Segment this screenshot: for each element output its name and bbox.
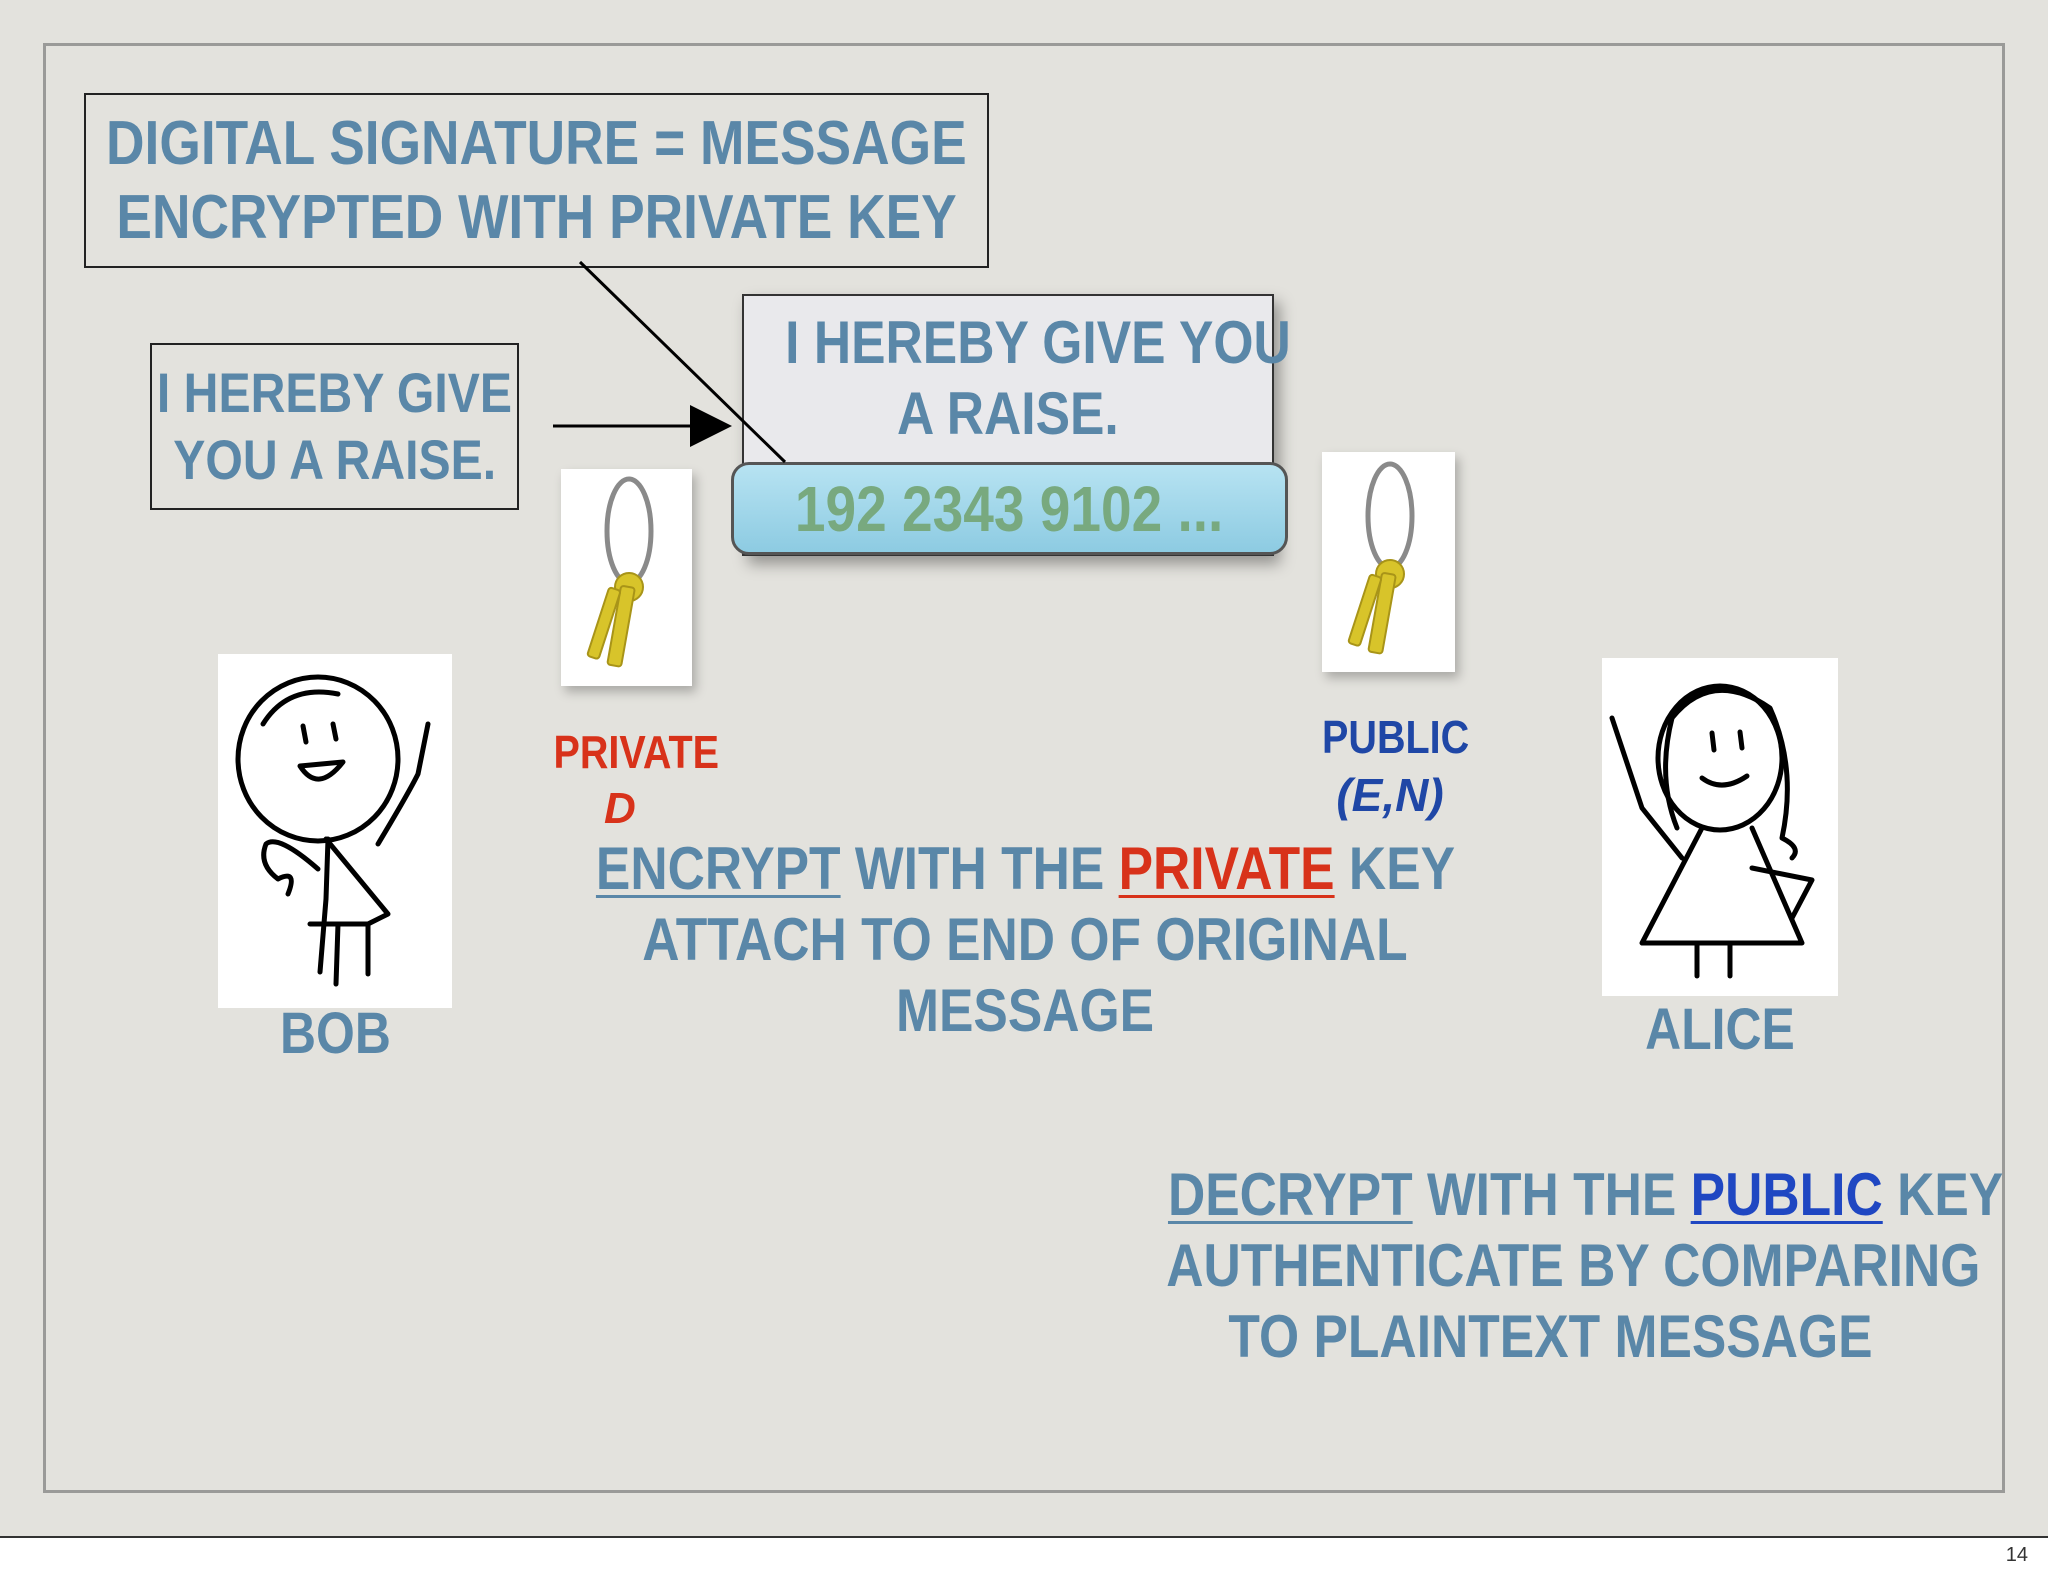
definition-line: ENCRYPTED WITH PRIVATE KEY	[116, 182, 957, 252]
decrypt-step-text: DECRYPT WITH THE PUBLIC KEY AUTHENTICATE…	[1166, 1161, 2004, 1370]
slide: DIGITAL SIGNATURE = MESSAGE ENCRYPTED WI…	[0, 0, 2048, 1536]
signature-value: 192 2343 9102 ...	[795, 472, 1224, 545]
stick-figure-bob-icon	[235, 674, 431, 987]
slide-frame	[43, 43, 2005, 1493]
plaintext-message-box: I HEREBY GIVE YOU A RAISE.	[150, 343, 519, 510]
alice-name-label: ALICE	[1645, 997, 1795, 1062]
private-key-label: PRIVATE	[553, 726, 720, 778]
private-emphasis: PRIVATE	[1118, 835, 1335, 902]
definition-box: DIGITAL SIGNATURE = MESSAGE ENCRYPTED WI…	[84, 93, 989, 268]
public-key-symbol: (E,N)	[1336, 769, 1444, 821]
stick-figure-alice-icon	[1609, 683, 1815, 979]
signed-message-text: I HEREBY GIVE YOU A RAISE.	[744, 308, 1291, 450]
plaintext-line: YOU A RAISE.	[173, 427, 496, 491]
public-emphasis: PUBLIC	[1690, 1161, 1883, 1228]
encrypt-verb: ENCRYPT	[595, 835, 841, 902]
encrypt-step-text: ENCRYPT WITH THE PRIVATE KEY ATTACH TO E…	[595, 835, 1455, 1044]
public-key-ring-icon	[1322, 452, 1455, 672]
decrypt-verb: DECRYPT	[1167, 1161, 1413, 1228]
alice-figure	[1602, 658, 1838, 996]
private-key-ring-icon	[561, 469, 692, 686]
private-key-symbol: D	[604, 784, 636, 833]
public-key-label: PUBLIC	[1321, 711, 1470, 763]
signature-block: 192 2343 9102 ...	[731, 462, 1288, 555]
plaintext-line: I HEREBY GIVE	[156, 361, 513, 425]
page-rule	[0, 1536, 2048, 1538]
page-number: 14	[2005, 1544, 2028, 1566]
definition-line: DIGITAL SIGNATURE = MESSAGE	[106, 109, 967, 179]
bob-name-label: BOB	[279, 1001, 391, 1066]
bob-figure	[218, 654, 452, 1008]
signed-line: I HEREBY GIVE YOU	[785, 309, 1291, 376]
signed-line: A RAISE.	[897, 379, 1119, 447]
